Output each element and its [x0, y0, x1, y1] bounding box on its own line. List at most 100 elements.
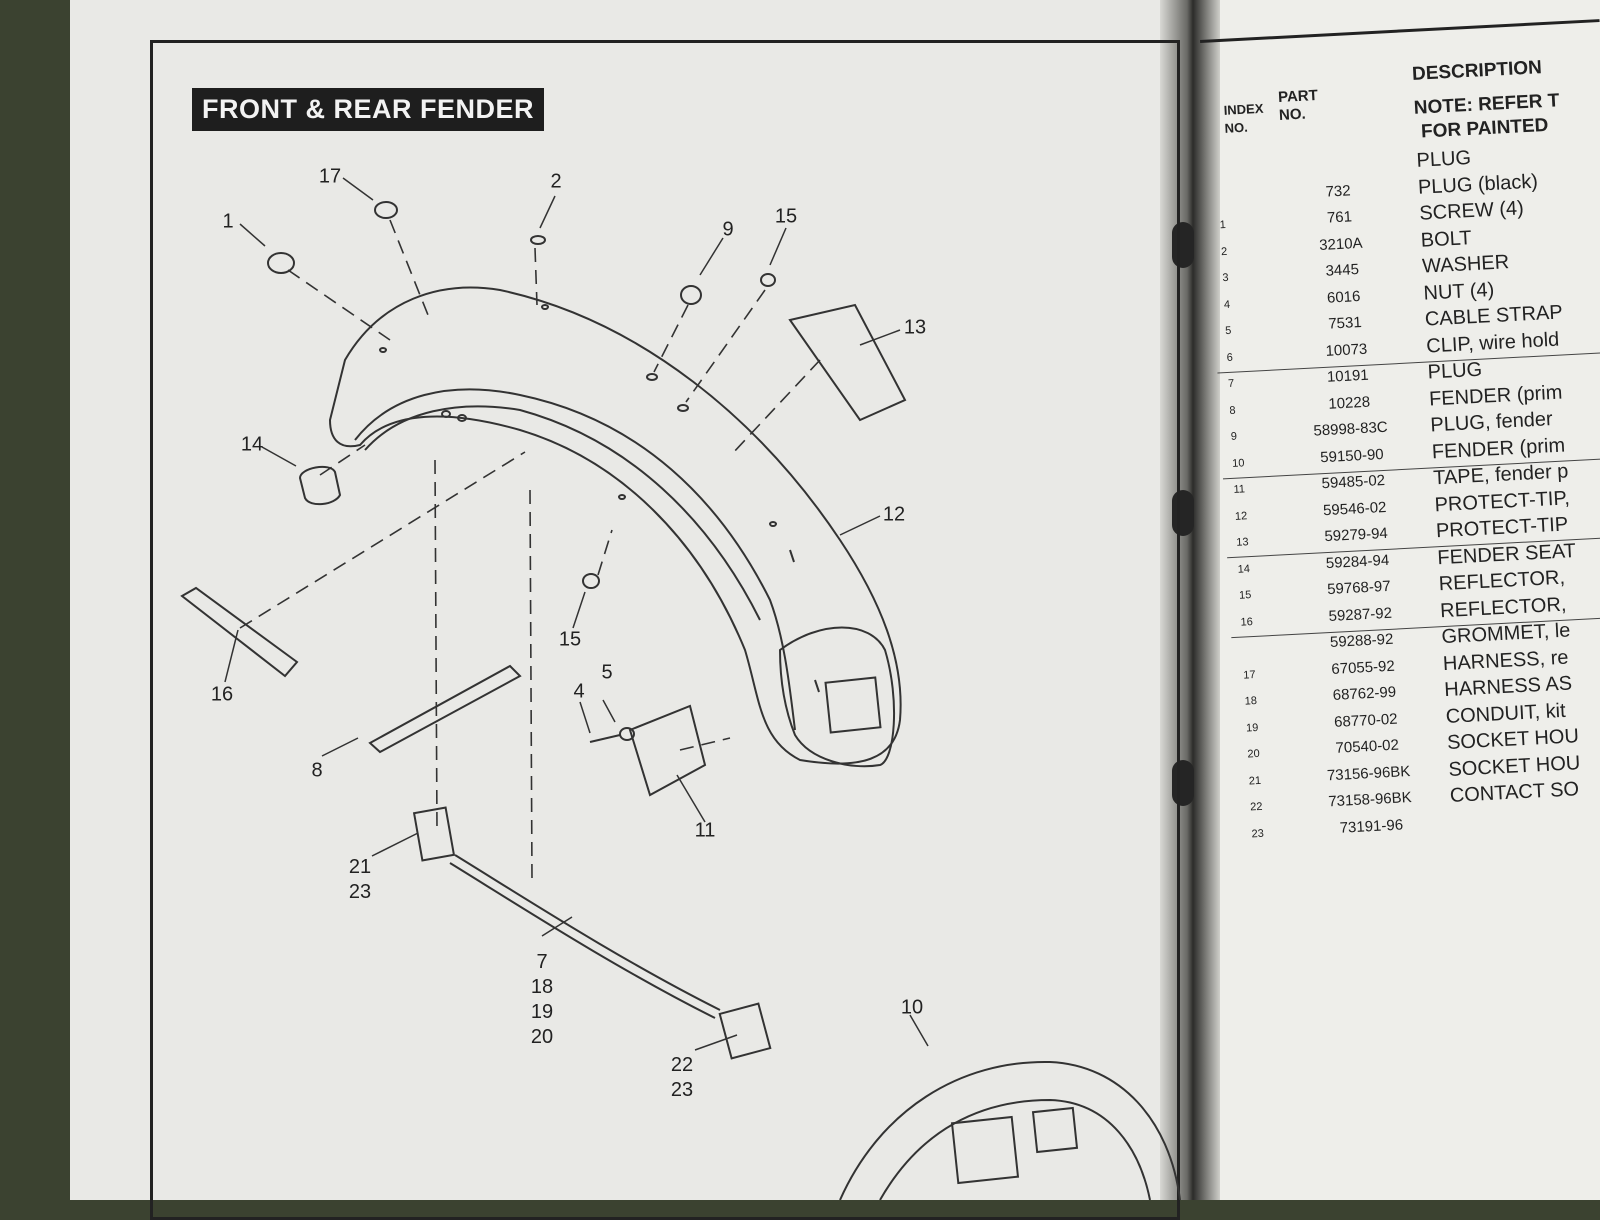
callout-11: 11 [694, 819, 716, 842]
page-title: FRONT & REAR FENDER [192, 88, 544, 131]
index-cell: 12 [1234, 509, 1248, 523]
description-cell: WASHER [1421, 251, 1510, 278]
leader-line [224, 629, 239, 683]
part-number-cell: 10073 [1325, 340, 1368, 360]
fender-hole [379, 347, 387, 353]
part-number-cell: 73191-96 [1339, 815, 1404, 837]
header-part: PART NO. [1277, 86, 1319, 124]
leader-line [676, 774, 706, 823]
callout-10: 10 [900, 996, 924, 1019]
rear-fender-cutout [950, 1115, 1020, 1185]
fender-inner-edge-2 [364, 405, 761, 621]
assembly-line [731, 359, 821, 455]
leader-line [321, 737, 359, 757]
rear-fender-cutout [1031, 1106, 1079, 1154]
part-number-cell: 3445 [1325, 261, 1360, 280]
part-number-cell: 73158-96BK [1327, 788, 1413, 811]
callout-15: 15 [774, 205, 798, 228]
index-cell: 23 [1251, 827, 1265, 840]
index-cell: 5 [1224, 324, 1232, 338]
fender-hole [457, 414, 467, 422]
fender-tail-panel [778, 626, 896, 768]
leader-line [239, 223, 266, 247]
washer-part-5 [619, 727, 635, 741]
grommet-part-17 [374, 201, 398, 219]
index-cell: 18 [1244, 694, 1258, 708]
part-number-cell: 10191 [1326, 366, 1370, 386]
plug-part-9 [680, 285, 702, 305]
description-cell: CONDUIT, kit [1445, 699, 1567, 728]
callout-8: 8 [311, 759, 323, 782]
leader-line [909, 1014, 929, 1047]
description-cell: NUT (4) [1422, 278, 1495, 305]
callout-17: 17 [318, 165, 342, 188]
leader-line [539, 195, 556, 229]
screw-part-4 [589, 734, 621, 743]
part-number-cell: 70540-02 [1335, 736, 1400, 757]
leader-line [371, 832, 419, 857]
left-page [70, 0, 1190, 1200]
assembly-line [389, 219, 431, 321]
part-number-cell: 3210A [1318, 234, 1363, 254]
description-cell: PLUG [1427, 358, 1483, 384]
callout-5: 5 [601, 661, 613, 684]
part-number-cell: 761 [1326, 208, 1353, 227]
part-number-cell: 59287-92 [1328, 604, 1393, 625]
description-cell: PLUG [1416, 146, 1472, 172]
callout-4: 4 [573, 680, 585, 703]
leader-line [541, 916, 573, 937]
connector-21 [412, 806, 456, 862]
leader-line [859, 329, 901, 346]
part-number-cell: 732 [1325, 181, 1352, 201]
plug-part-1 [267, 252, 295, 274]
callout-2: 2 [550, 170, 562, 193]
assembly-line [239, 451, 526, 629]
harness-wire-7b [449, 862, 716, 1019]
description-cell: SCREW (4) [1418, 197, 1525, 225]
part-number-cell: 59150-90 [1319, 445, 1385, 466]
assembly-line [529, 489, 533, 881]
callout-22-23: 22 23 [670, 1054, 694, 1101]
assembly-line [534, 247, 538, 306]
rear-fender-inner-10 [879, 1098, 1151, 1200]
cable-strap-14 [298, 465, 342, 506]
callout-13: 13 [903, 316, 927, 339]
index-cell: 4 [1223, 298, 1231, 311]
leader-line [261, 446, 297, 467]
fender-hole [441, 410, 451, 418]
part-number-cell: 58998-83C [1313, 418, 1389, 440]
index-cell: 3 [1222, 271, 1229, 285]
front-fender-shape [328, 286, 902, 765]
assembly-line [597, 529, 613, 576]
rear-fender-shape-10 [839, 1060, 1181, 1200]
part-number-cell [1266, 152, 1406, 159]
leader-line [839, 515, 881, 536]
reflector-part-15 [760, 273, 776, 287]
description-cell: PLUG (black) [1417, 170, 1539, 199]
leader-line [602, 699, 616, 723]
index-cell: 15 [1238, 589, 1252, 602]
part-number-cell: 68762-99 [1332, 683, 1397, 704]
leader-line [572, 591, 586, 629]
index-cell: 17 [1242, 668, 1256, 682]
index-cell: 16 [1240, 615, 1254, 629]
header-description: DESCRIPTION [1411, 57, 1543, 85]
index-cell: 8 [1229, 404, 1236, 417]
note-line-1: NOTE: REFER T [1413, 90, 1560, 119]
part-number-cell: 59284-94 [1325, 551, 1390, 572]
index-cell: 14 [1237, 562, 1251, 576]
part-number-cell: 59768-97 [1326, 577, 1391, 599]
fender-hole [646, 373, 658, 381]
leader-line [769, 227, 787, 266]
description-cell: BOLT [1420, 226, 1473, 252]
callout-14: 14 [240, 433, 264, 456]
fender-hole [541, 304, 549, 310]
callout-21-23: 21 23 [348, 856, 372, 903]
index-cell: 6 [1226, 351, 1234, 364]
parts-table: INDEX NO. PART NO. DESCRIPTION NOTE: REF… [1200, 19, 1600, 842]
nut-part-15 [582, 573, 600, 589]
index-cell: 20 [1247, 747, 1261, 761]
part-number-cell: 59288-92 [1329, 630, 1394, 652]
clip-part-8 [368, 664, 522, 754]
